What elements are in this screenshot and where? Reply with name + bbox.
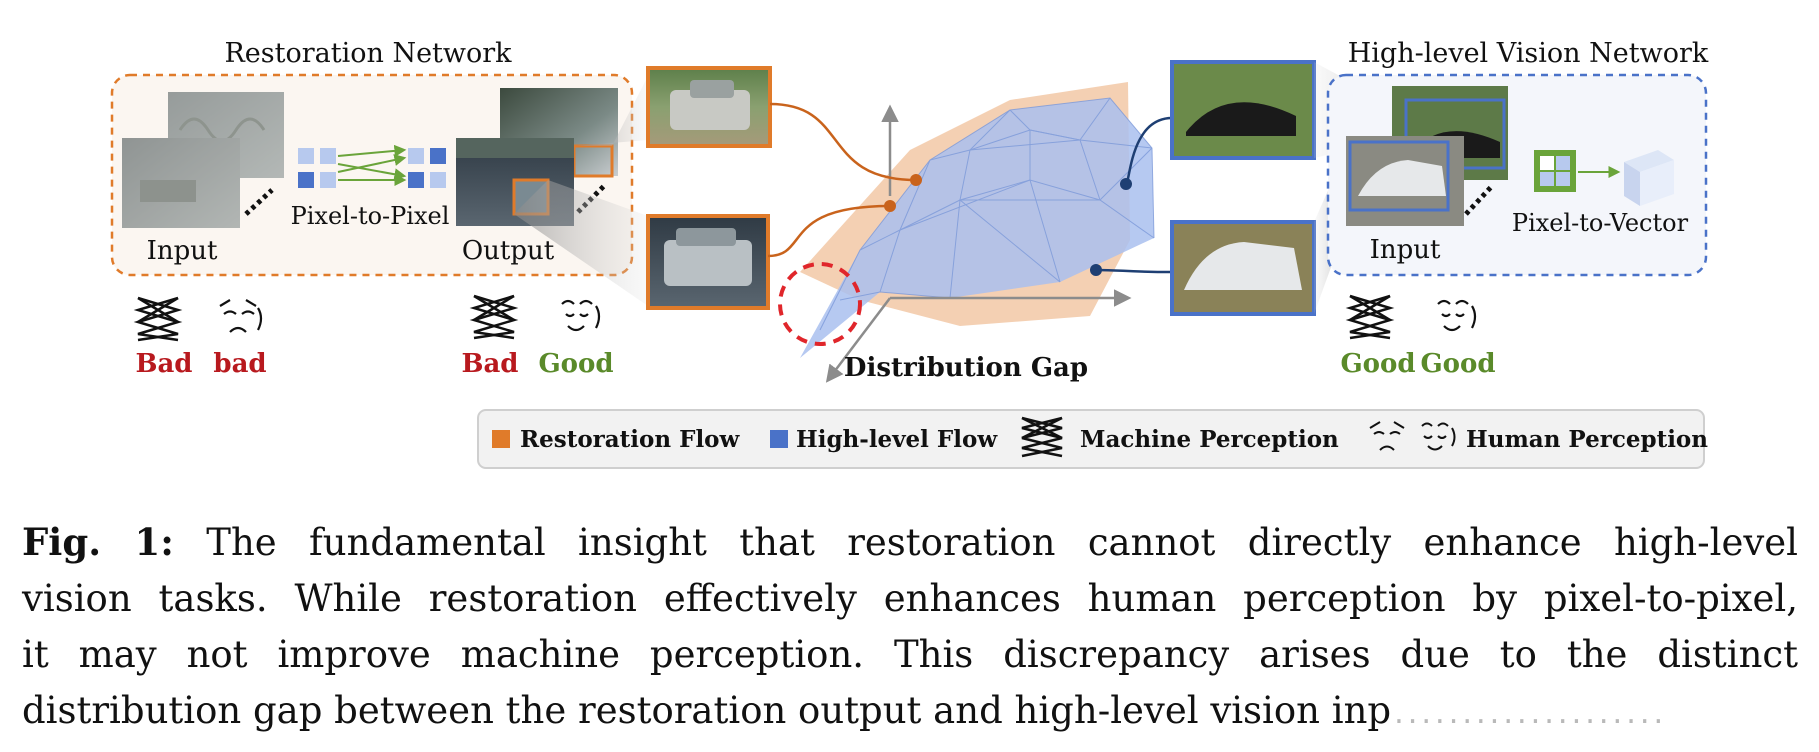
highlevel-network-title: High-level Vision Network <box>1348 38 1709 69</box>
restored-output-images <box>456 88 618 226</box>
degraded-input-images <box>122 92 284 228</box>
caption-line-1: Fig. 1: The fundamental insight that res… <box>22 514 1798 571</box>
pixel-to-pixel-mapping <box>298 144 446 188</box>
zoomed-crop-bottom <box>646 214 770 310</box>
legend-human-perception: Human Perception <box>1466 426 1708 453</box>
legend-human-icon-sad <box>1369 421 1405 451</box>
caption-line-3: it may not improve machine perception. T… <box>22 633 1798 676</box>
zoom-beam-top <box>574 76 648 146</box>
restoration-input-machine-score: Bad <box>135 349 192 379</box>
legend-machine-perception: Machine Perception <box>1080 426 1339 453</box>
restoration-output-human-score: Good <box>538 349 613 379</box>
restoration-input-perception: Bad bad <box>133 296 267 379</box>
caption-line-4-text: distribution gap between the restoration… <box>22 689 1392 732</box>
highlevel-crop-top <box>1170 60 1316 160</box>
highlevel-input-images <box>1346 86 1508 226</box>
figure-legend: Restoration Flow High-level Flow Machine… <box>477 409 1708 469</box>
restoration-flow-point-top <box>910 174 922 186</box>
highlevel-input-human-score: Good <box>1420 349 1495 379</box>
legend-restoration-flow: Restoration Flow <box>520 426 741 453</box>
restoration-flow-connector-top <box>769 102 917 182</box>
zoomed-crop-top <box>646 66 772 148</box>
restoration-output-machine-score: Bad <box>461 349 518 379</box>
restoration-flow-point-bottom <box>884 200 896 212</box>
machine-perception-icon <box>1345 294 1395 340</box>
highlevel-flow-connector-bottom <box>1095 268 1173 274</box>
machine-perception-icon <box>133 296 183 342</box>
highlevel-flow-point-bottom <box>1090 264 1102 276</box>
axis-depth <box>825 297 891 383</box>
legend-machine-icon <box>1021 416 1063 458</box>
legend-human-icon-happy <box>1421 422 1456 451</box>
figure-diagram: Restoration Network Input P <box>110 38 1709 469</box>
caption-line-2: vision tasks. While restoration effectiv… <box>22 577 1798 620</box>
distribution-gap-label: Distribution Gap <box>844 353 1088 383</box>
caption-line-4: distribution gap between the restoration… <box>22 683 1782 743</box>
human-perception-icon-happy <box>1437 299 1477 332</box>
highlevel-vision-network-panel: High-level Vision Network Input Pixel-to… <box>1326 38 1709 277</box>
human-perception-icon-happy <box>561 299 601 332</box>
restoration-flow-swatch <box>492 430 510 448</box>
pixel-to-pixel-label: Pixel-to-Pixel <box>291 202 450 230</box>
restoration-output-label: Output <box>462 236 555 266</box>
highlevel-flow-point-top <box>1120 178 1132 190</box>
zoom-beam-bottom <box>514 180 648 306</box>
restoration-input-label: Input <box>147 236 218 266</box>
caption-line-1-text: The fundamental insight that restoration… <box>206 521 1798 564</box>
caption-blurred-tail: .................... <box>1391 700 1666 730</box>
restoration-flow-connector-bottom <box>767 204 891 258</box>
machine-perception-icon <box>469 294 519 340</box>
figure-caption: Fig. 1: The fundamental insight that res… <box>22 514 1798 743</box>
restoration-input-human-score: bad <box>213 349 266 379</box>
human-perception-icon-sad <box>219 299 263 333</box>
restoration-output-perception: Bad Good <box>461 294 614 379</box>
highlevel-input-machine-score: Good <box>1340 349 1415 379</box>
highlevel-distribution-region <box>800 98 1154 358</box>
restoration-network-title: Restoration Network <box>224 38 512 69</box>
restoration-network-panel: Restoration Network Input P <box>110 38 634 277</box>
highlevel-input-label: Input <box>1370 235 1441 265</box>
caption-lead: Fig. 1: <box>22 520 174 564</box>
distribution-gap-marker <box>778 262 862 346</box>
highlevel-crop-bottom <box>1170 220 1316 316</box>
pixel-to-vector-label: Pixel-to-Vector <box>1512 209 1689 237</box>
highlevel-input-perception: Good Good <box>1340 294 1496 379</box>
distribution-manifold <box>800 82 1155 383</box>
highlevel-flow-swatch <box>770 430 788 448</box>
pixel-to-vector-mapping <box>1534 150 1674 206</box>
legend-highlevel-flow: High-level Flow <box>796 426 998 453</box>
